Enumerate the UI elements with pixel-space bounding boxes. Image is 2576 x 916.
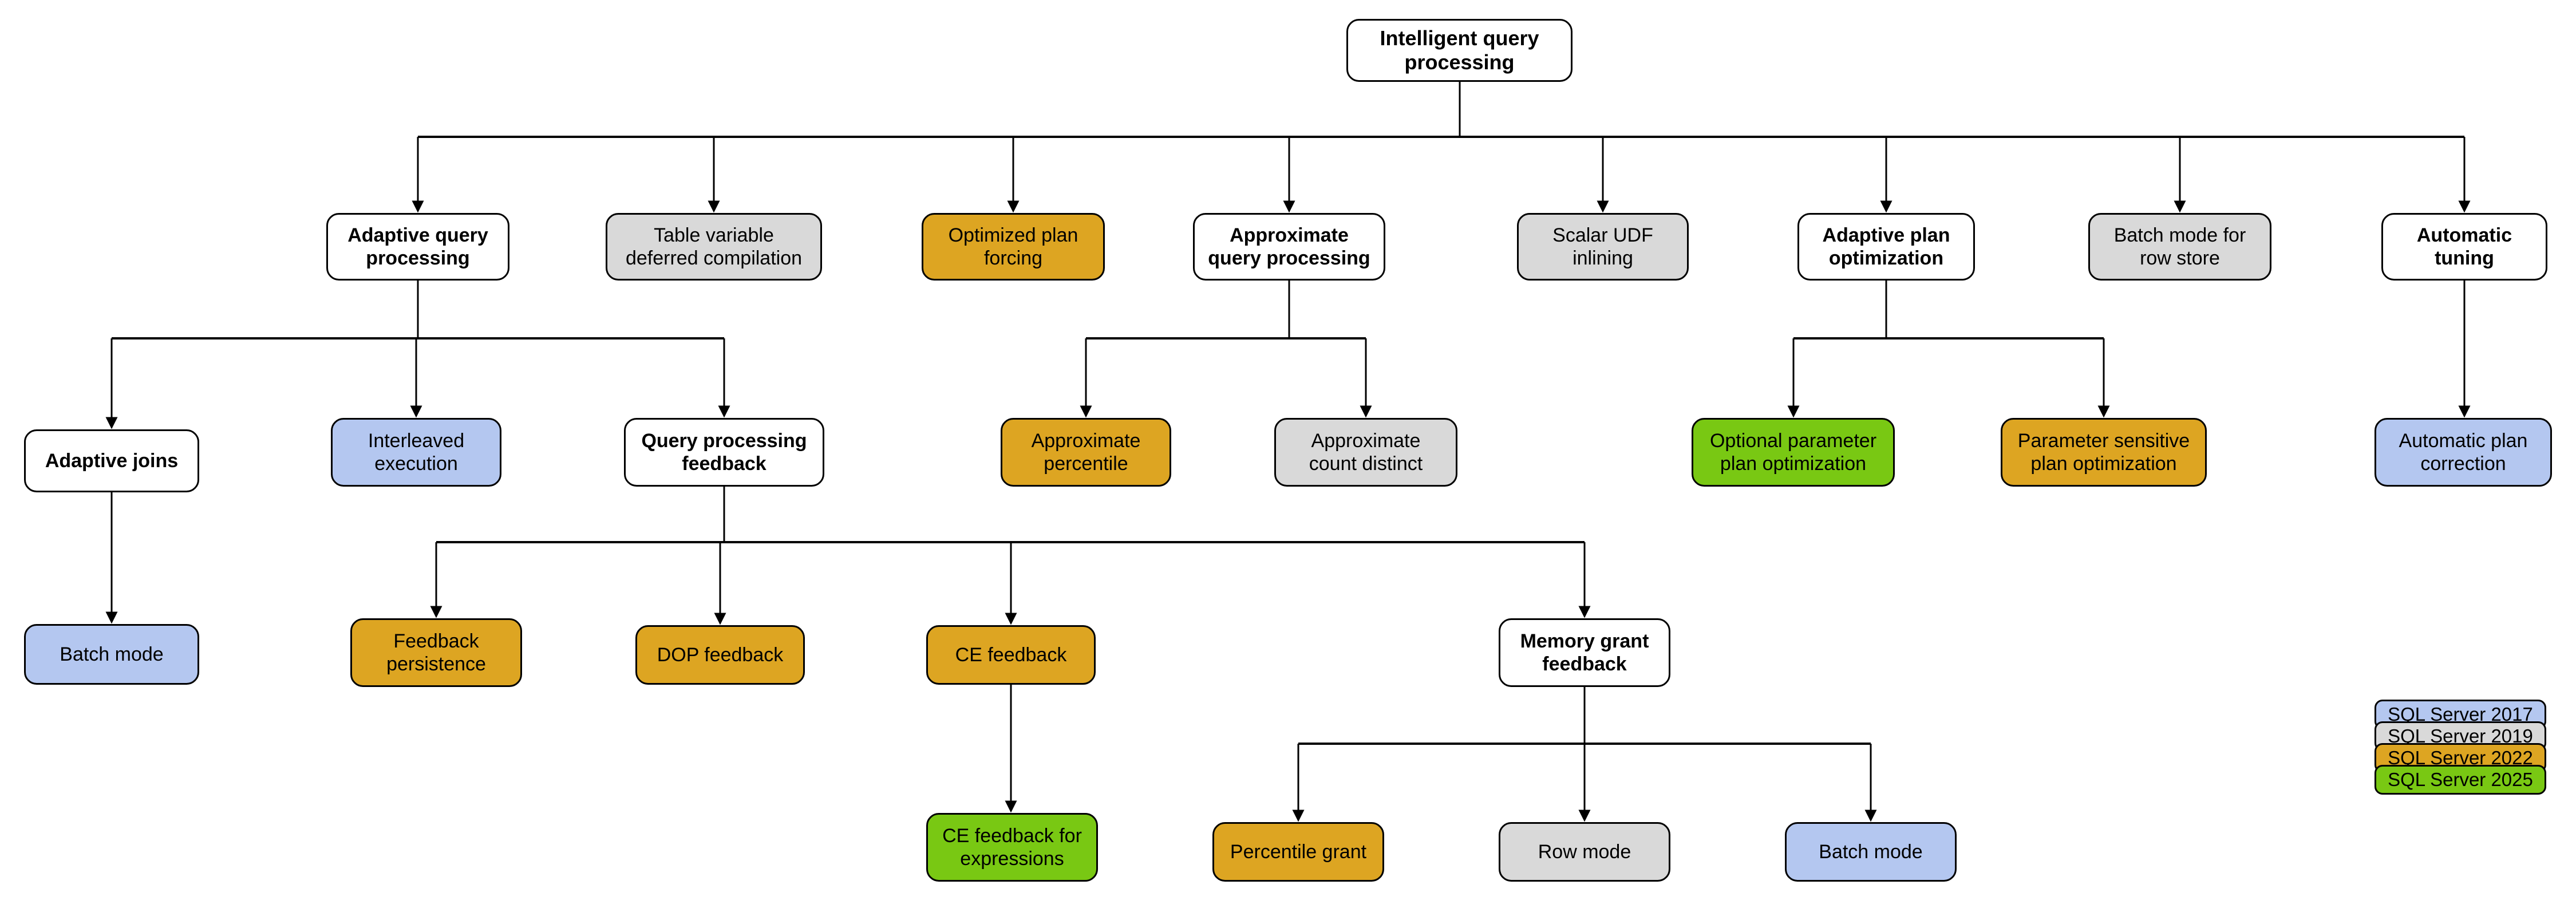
- node-opf[interactable]: Optimized plan forcing: [922, 213, 1105, 281]
- node-pspo[interactable]: Parameter sensitive plan optimization: [2001, 418, 2207, 487]
- node-oppo[interactable]: Optional parameter plan optimization: [1692, 418, 1895, 487]
- node-rowmode[interactable]: Row mode: [1499, 822, 1670, 882]
- node-tvdc[interactable]: Table variable deferred compilation: [606, 213, 822, 281]
- node-sudf[interactable]: Scalar UDF inlining: [1517, 213, 1689, 281]
- node-batchmode1[interactable]: Batch mode: [24, 624, 199, 685]
- node-qpf[interactable]: Query processing feedback: [624, 418, 824, 487]
- node-apo[interactable]: Adaptive plan optimization: [1797, 213, 1975, 281]
- node-autotune[interactable]: Automatic tuning: [2381, 213, 2547, 281]
- node-cefb[interactable]: CE feedback: [926, 625, 1096, 685]
- node-interleaved[interactable]: Interleaved execution: [331, 418, 501, 487]
- node-dopfb[interactable]: DOP feedback: [635, 625, 805, 685]
- node-apc[interactable]: Automatic plan correction: [2374, 418, 2552, 487]
- node-batchmode2[interactable]: Batch mode: [1785, 822, 1957, 882]
- legend-item-sql-server-2025[interactable]: SQL Server 2025: [2374, 765, 2546, 795]
- node-iqp[interactable]: Intelligent query processing: [1346, 19, 1573, 82]
- node-fbpersist[interactable]: Feedback persistence: [350, 618, 522, 687]
- node-pctgrant[interactable]: Percentile grant: [1212, 822, 1384, 882]
- node-approxcd[interactable]: Approximate count distinct: [1274, 418, 1457, 487]
- node-aqp[interactable]: Adaptive query processing: [326, 213, 509, 281]
- node-ajoins[interactable]: Adaptive joins: [24, 429, 199, 492]
- node-mgf[interactable]: Memory grant feedback: [1499, 618, 1670, 687]
- node-approxpct[interactable]: Approximate percentile: [1001, 418, 1171, 487]
- node-approxqp[interactable]: Approximate query processing: [1193, 213, 1385, 281]
- node-cefbexpr[interactable]: CE feedback for expressions: [926, 813, 1098, 882]
- node-bmrs[interactable]: Batch mode for row store: [2088, 213, 2271, 281]
